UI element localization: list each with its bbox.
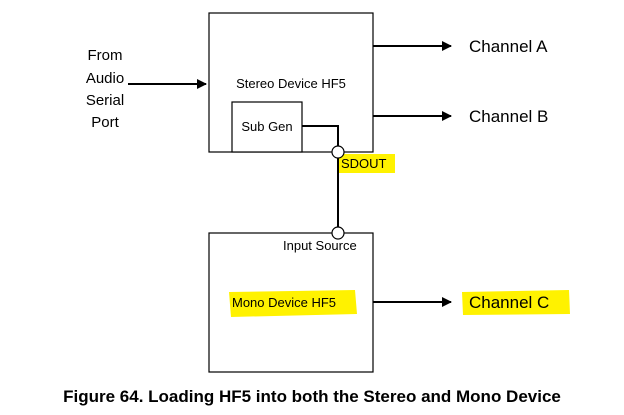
channel-a-label: Channel A xyxy=(469,37,548,56)
stereo-device-title: Stereo Device HF5 xyxy=(236,76,346,91)
input-source-label: Input Source xyxy=(283,238,357,253)
sub-gen-box xyxy=(231,101,303,153)
channel-c-highlight xyxy=(462,290,570,315)
input-label-line-4: Port xyxy=(91,114,119,131)
input-label-group: From Audio Serial Port xyxy=(86,47,124,131)
figure-caption: Figure 64. Loading HF5 into both the Ste… xyxy=(63,387,561,406)
input-label-line-2: Audio xyxy=(86,70,124,87)
sdout-label: SDOUT xyxy=(341,156,387,171)
input-label-line-3: Serial xyxy=(86,92,124,109)
sub-gen-label: Sub Gen xyxy=(241,119,292,134)
channel-c-label: Channel C xyxy=(469,293,549,312)
mono-device-title-highlight xyxy=(229,290,357,317)
input-source-port xyxy=(331,226,345,240)
sdout-port xyxy=(331,145,345,159)
channel-b-label: Channel B xyxy=(469,107,548,126)
input-label-line-1: From xyxy=(88,47,123,64)
sub-gen-to-sdout-wire xyxy=(302,125,339,150)
mono-device-title: Mono Device HF5 xyxy=(232,295,336,310)
sdout-highlight xyxy=(339,154,395,173)
